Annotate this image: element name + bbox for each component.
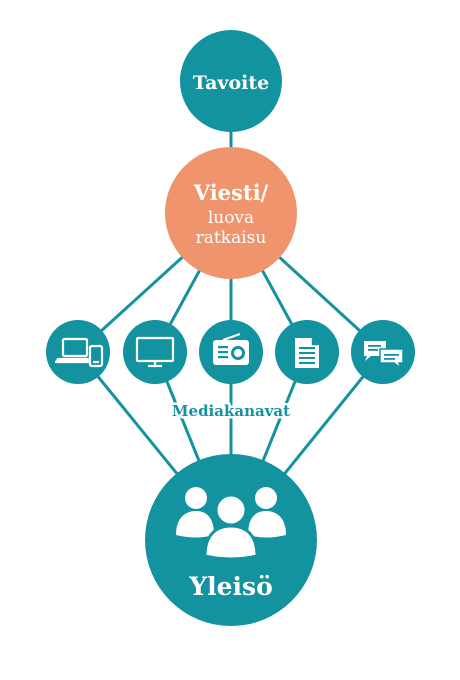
message-circle bbox=[165, 147, 297, 279]
message-label-line-1: Viesti/ bbox=[193, 180, 269, 205]
channel-tv bbox=[123, 320, 187, 384]
audience-node: Yleisö bbox=[145, 454, 317, 626]
media-channels-label: Mediakanavat bbox=[172, 402, 290, 420]
radio-icon bbox=[213, 333, 249, 365]
computer-phone-icon bbox=[54, 337, 104, 368]
channel-chat bbox=[351, 320, 415, 384]
channel-newspaper bbox=[275, 320, 339, 384]
channel-computer-circle bbox=[46, 320, 110, 384]
message-label-line-3: ratkaisu bbox=[196, 228, 267, 248]
people-group-icon bbox=[176, 487, 286, 561]
channel-radio bbox=[199, 320, 263, 384]
chat-bubbles-icon bbox=[364, 341, 404, 371]
audience-label: Yleisö bbox=[188, 572, 273, 601]
message-label-line-2: luova bbox=[208, 208, 254, 228]
goal-circle bbox=[180, 30, 282, 132]
tv-icon bbox=[135, 336, 175, 368]
goal-node: Tavoite bbox=[180, 30, 282, 132]
channel-tv-circle bbox=[123, 320, 187, 384]
goal-label: Tavoite bbox=[193, 72, 269, 94]
newspaper-icon bbox=[295, 338, 319, 368]
message-node: Viesti/ luova ratkaisu bbox=[165, 147, 297, 279]
channel-computer bbox=[46, 320, 110, 384]
